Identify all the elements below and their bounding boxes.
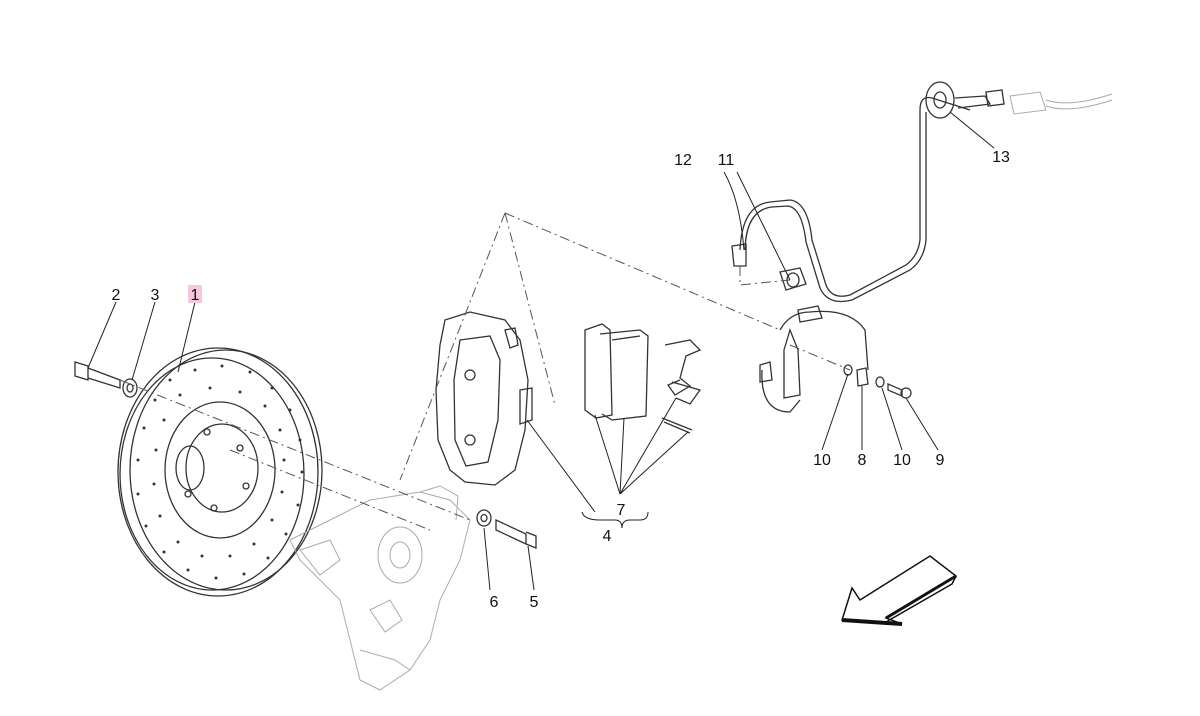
pad-pin[interactable] (661, 417, 693, 434)
caliper-bolt[interactable] (495, 518, 537, 549)
callout-4[interactable]: 4 (603, 528, 612, 545)
callout-1-highlight (188, 285, 202, 303)
callout-6[interactable]: 6 (490, 594, 499, 611)
pipe-clip[interactable] (779, 267, 807, 291)
sensor-bracket[interactable] (856, 367, 869, 387)
callout-3[interactable]: 3 (151, 287, 160, 304)
callout-10-right[interactable]: 10 (893, 452, 911, 469)
arrow-left-down-icon (841, 555, 958, 626)
callout-11[interactable]: 11 (718, 152, 735, 169)
sensor-screw[interactable] (887, 383, 912, 399)
assembly-lines (119, 212, 851, 531)
pad-clip[interactable] (664, 339, 702, 405)
brake-pads[interactable] (584, 323, 649, 421)
hub-carrier (289, 485, 471, 691)
caliper-washer[interactable] (476, 509, 492, 527)
callout-1[interactable]: 1 (191, 287, 200, 304)
callout-8[interactable]: 8 (858, 452, 867, 469)
brake-pipe[interactable] (731, 96, 971, 303)
callout-7[interactable]: 7 (617, 502, 626, 519)
disc-drill-holes (136, 364, 304, 580)
callout-9[interactable]: 9 (936, 452, 945, 469)
grommet[interactable] (925, 81, 1113, 119)
disc-bolt[interactable] (74, 361, 121, 389)
disc-washer[interactable] (122, 378, 138, 398)
callout-10-left[interactable]: 10 (813, 452, 831, 469)
callout-5[interactable]: 5 (530, 594, 539, 611)
brake-disc[interactable] (117, 347, 323, 597)
brake-caliper[interactable] (435, 311, 533, 486)
leader-lines (87, 111, 995, 591)
callout-2[interactable]: 2 (112, 287, 121, 304)
callout-labels: 1 2 3 4 5 6 7 8 9 10 10 11 12 13 (112, 149, 1010, 611)
callout-12[interactable]: 12 (674, 152, 692, 169)
abs-sensor[interactable] (759, 305, 869, 413)
callout-13[interactable]: 13 (992, 149, 1010, 166)
